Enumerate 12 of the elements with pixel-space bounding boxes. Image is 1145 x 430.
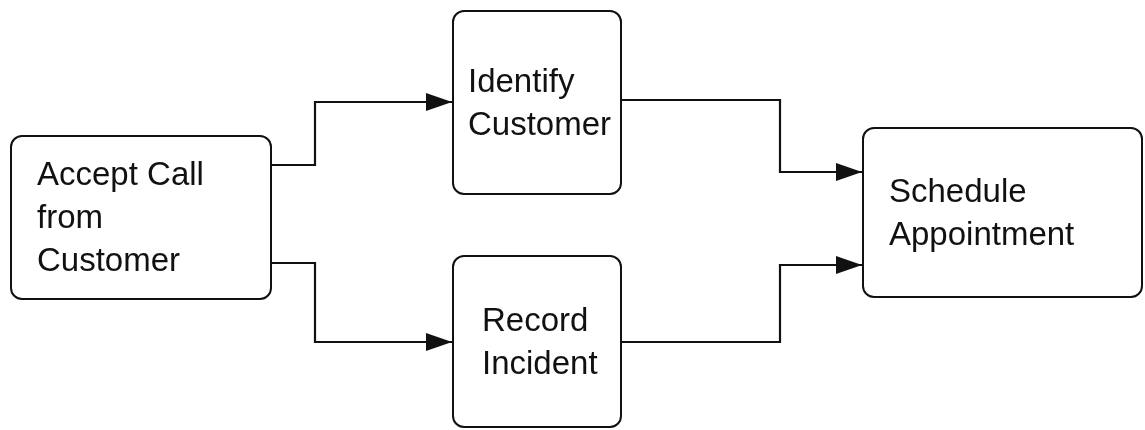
- process-box: [10, 135, 272, 300]
- process-box: [452, 255, 622, 428]
- box-label: Accept Call from Customer: [37, 154, 205, 280]
- arrow: [272, 93, 452, 167]
- process-box: [862, 127, 1143, 298]
- box-label: Schedule Appointment: [889, 170, 1076, 254]
- box-label: Record Incident: [482, 299, 599, 383]
- arrow: [622, 98, 862, 181]
- process-box: [452, 10, 622, 195]
- arrow: [272, 261, 452, 351]
- arrow: [622, 256, 862, 344]
- box-label: Identify Customer: [468, 60, 613, 144]
